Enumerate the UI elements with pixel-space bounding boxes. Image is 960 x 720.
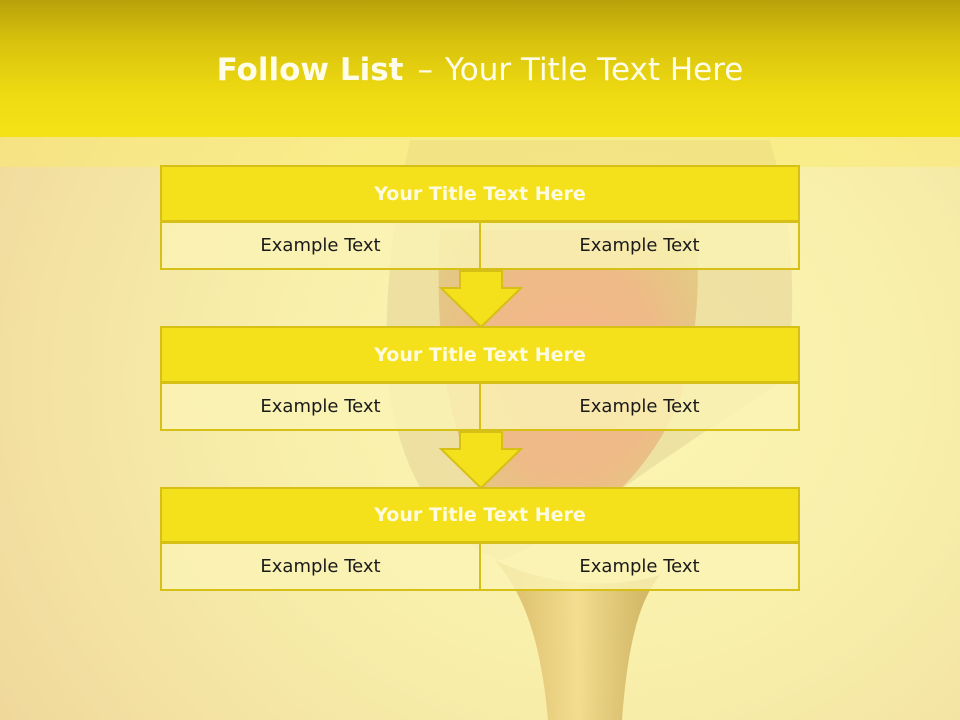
title-rest: Your Title Text Here <box>444 52 744 88</box>
step-row: Example Text Example Text <box>160 221 800 270</box>
step-cell-left: Example Text <box>160 382 481 431</box>
step-block: Your Title Text Here Example Text Exampl… <box>160 165 800 270</box>
down-arrow-icon <box>438 270 524 329</box>
down-arrow-icon <box>438 431 524 490</box>
slide-title: Follow List–Your Title Text Here <box>0 52 960 88</box>
step-cell-right: Example Text <box>479 382 800 431</box>
step-block: Your Title Text Here Example Text Exampl… <box>160 487 800 591</box>
step-cell-left: Example Text <box>160 542 481 591</box>
title-bold: Follow List <box>216 52 404 88</box>
step-row: Example Text Example Text <box>160 382 800 431</box>
step-cell-right: Example Text <box>479 542 800 591</box>
header-band <box>0 137 960 167</box>
step-title: Your Title Text Here <box>160 487 800 543</box>
step-cell-left: Example Text <box>160 221 481 270</box>
step-cell-right: Example Text <box>479 221 800 270</box>
step-title: Your Title Text Here <box>160 165 800 222</box>
step-block: Your Title Text Here Example Text Exampl… <box>160 326 800 431</box>
step-title: Your Title Text Here <box>160 326 800 383</box>
step-row: Example Text Example Text <box>160 542 800 591</box>
header-bar <box>0 0 960 137</box>
title-dash: – <box>417 52 433 88</box>
